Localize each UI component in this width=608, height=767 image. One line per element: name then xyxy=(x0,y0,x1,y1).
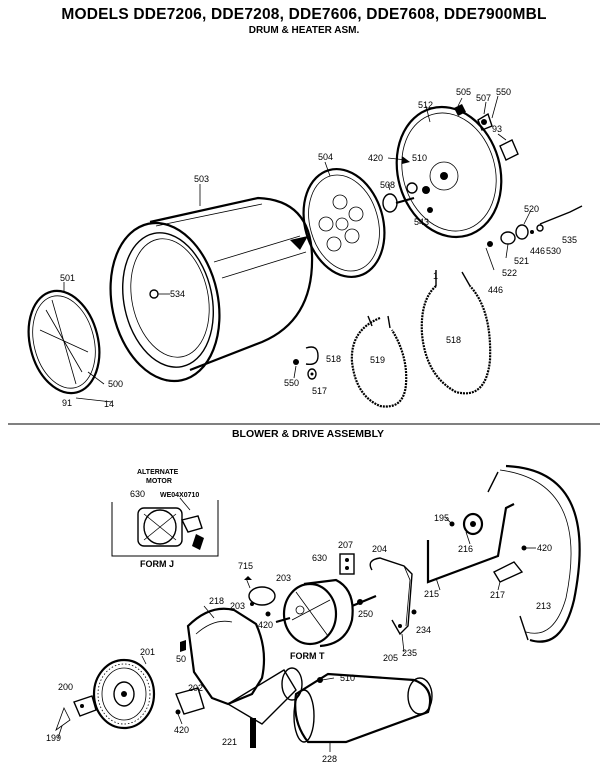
label-534: 534 xyxy=(170,289,185,299)
label-201: 201 xyxy=(140,647,155,657)
label-207: 207 xyxy=(338,540,353,550)
drum xyxy=(109,184,314,383)
part-number-label: WE04X0710 xyxy=(160,492,199,499)
blower-screws xyxy=(55,640,186,739)
label-715: 715 xyxy=(238,561,253,571)
label-221: 221 xyxy=(222,737,237,747)
label-517: 517 xyxy=(312,386,327,396)
label-500: 500 xyxy=(108,379,123,389)
drive-belt xyxy=(487,464,581,643)
label-205: 205 xyxy=(383,653,398,663)
label-543: 543 xyxy=(414,217,429,227)
label-535: 535 xyxy=(562,235,577,245)
label-200: 200 xyxy=(58,682,73,692)
label-420-bracket: 420 xyxy=(537,543,552,553)
motor-clamp xyxy=(244,576,276,617)
label-203-upper: 203 xyxy=(276,573,291,583)
label-507: 507 xyxy=(476,93,491,103)
label-518-clip: 518 xyxy=(326,354,341,364)
rear-bulkhead xyxy=(302,161,386,279)
label-218: 218 xyxy=(209,596,224,606)
label-213: 213 xyxy=(536,601,551,611)
idler-pulley xyxy=(445,512,484,545)
label-630: 630 xyxy=(312,553,327,563)
motor-switch xyxy=(339,553,355,575)
form-t-label: FORM T xyxy=(290,651,325,661)
page-title: MODELS DDE7206, DDE7208, DDE7606, DDE760… xyxy=(61,6,547,23)
label-93: 93 xyxy=(492,124,502,134)
label-512: 512 xyxy=(418,100,433,110)
blower-seal xyxy=(175,687,205,725)
label-519: 519 xyxy=(370,355,385,365)
label-216: 216 xyxy=(458,544,473,554)
idler-rod xyxy=(426,503,515,591)
label-446-right: 446 xyxy=(530,246,545,256)
label-630-alt: 630 xyxy=(130,489,145,499)
label-420-seal: 420 xyxy=(174,725,189,735)
label-530: 530 xyxy=(546,246,561,256)
motor-label: MOTOR xyxy=(146,478,172,485)
label-420-drum: 420 xyxy=(368,153,383,163)
label-217: 217 xyxy=(490,590,505,600)
front-seal-ring xyxy=(27,282,113,403)
motor-mount xyxy=(369,557,417,653)
label-14: 14 xyxy=(104,399,114,409)
drum-part-labels: 501 500 91 14 503 534 504 508 420 510 51… xyxy=(60,87,577,409)
blower-housing xyxy=(186,605,303,725)
heater-coils xyxy=(350,270,492,408)
blower-section-title: BLOWER & DRIVE ASSEMBLY xyxy=(231,428,385,440)
exhaust-duct xyxy=(293,672,433,752)
element-clips xyxy=(293,346,319,380)
label-505: 505 xyxy=(456,87,471,97)
label-50: 50 xyxy=(176,654,186,664)
label-202: 202 xyxy=(188,683,203,693)
label-91: 91 xyxy=(62,398,72,408)
label-250: 250 xyxy=(358,609,373,619)
form-j-label: FORM J xyxy=(140,559,174,569)
alternate-label: ALTERNATE xyxy=(137,469,179,476)
label-518-coil: 518 xyxy=(446,335,461,345)
label-215: 215 xyxy=(424,589,439,599)
idler-bracket xyxy=(493,545,536,591)
label-508: 508 xyxy=(380,180,395,190)
label-203-lower: 203 xyxy=(230,601,245,611)
label-235: 235 xyxy=(402,648,417,658)
heater-hardware-top xyxy=(454,95,519,161)
label-504: 504 xyxy=(318,152,333,162)
label-550-clip: 550 xyxy=(284,378,299,388)
label-1: 1 xyxy=(433,271,438,281)
label-228: 228 xyxy=(322,754,337,764)
thermostat-group xyxy=(485,205,583,271)
blower-part-labels: 195 216 420 217 215 213 207 204 715 203 … xyxy=(46,513,552,764)
label-510-duct: 510 xyxy=(340,673,355,683)
label-446-lower: 446 xyxy=(488,285,503,295)
label-204: 204 xyxy=(372,544,387,554)
label-522: 522 xyxy=(502,268,517,278)
drum-section-title: DRUM & HEATER ASM. xyxy=(248,25,360,36)
foam-strip xyxy=(250,718,256,748)
label-195: 195 xyxy=(434,513,449,523)
label-501: 501 xyxy=(60,273,75,283)
label-520: 520 xyxy=(524,204,539,214)
heater-housing xyxy=(395,105,503,239)
label-550-top: 550 xyxy=(496,87,511,97)
drive-motor xyxy=(275,578,377,648)
label-521: 521 xyxy=(514,256,529,266)
drum-axle xyxy=(382,156,415,213)
alternate-motor-labels: ALTERNATE MOTOR 630 WE04X0710 FORM J xyxy=(130,469,199,569)
blower-wheel xyxy=(92,655,156,730)
alternate-motor-box xyxy=(111,497,219,557)
label-234: 234 xyxy=(416,625,431,635)
label-199: 199 xyxy=(46,733,61,743)
label-503: 503 xyxy=(194,174,209,184)
label-510-drum: 510 xyxy=(412,153,427,163)
label-420-clamp: 420 xyxy=(258,620,273,630)
